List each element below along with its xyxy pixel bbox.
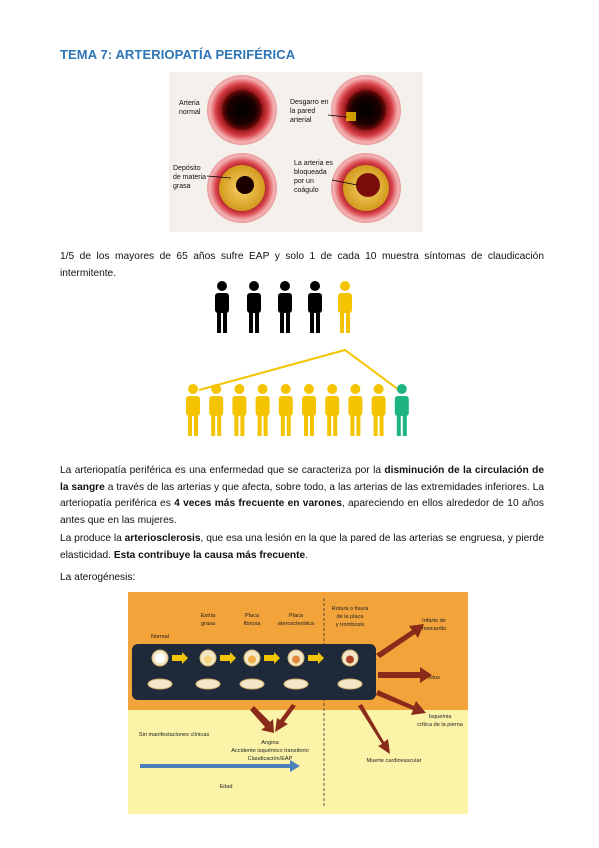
- outcome-ischemia-2: crítica de la pierna: [417, 722, 464, 728]
- outcome-death: Muerte cardiovascular: [366, 758, 421, 764]
- paragraph-arteriosclerosis: La produce la arteriosclerosis, que esa …: [60, 533, 544, 561]
- stage-fibrous-2: fibrosa: [244, 621, 262, 627]
- stage-section-5: [337, 678, 363, 690]
- no-symptoms-label: Sin manifestaciones clínicas: [139, 732, 209, 738]
- fatty-deposit-artery: [207, 153, 277, 223]
- label-clot-3: por un: [294, 178, 314, 185]
- stage-normal: Normal: [151, 634, 169, 640]
- page-title: TEMA 7: ARTERIOPATÍA PERIFÉRICA: [60, 47, 296, 62]
- stage-fatty-streak-1: Estría: [201, 613, 216, 619]
- top-person-4: [308, 281, 322, 333]
- bottom-person-8: [348, 384, 363, 436]
- label-clot-4: coágulo: [294, 187, 319, 194]
- label-clot-1: La arteria es: [294, 160, 333, 167]
- clot-artery: [331, 153, 401, 223]
- top-person-3: [278, 281, 292, 333]
- top-person-2: [247, 281, 261, 333]
- outcome-infarction-2: miocardio: [422, 626, 446, 632]
- clinical-claudication: Claudicación/EAP: [248, 756, 293, 762]
- stage-rupture-2: de la placa: [336, 614, 364, 620]
- stage-arrow-3: [264, 652, 280, 664]
- atherogenesis-diagram: Normal Estría grasa Placa fibrosa Placa …: [128, 592, 468, 814]
- artery-illustration: Arteria normal Desgarro en la pared arte…: [169, 72, 423, 232]
- label-tear-2: la pared: [290, 108, 315, 115]
- stage-atherosclerotic-2: aterosclerótica: [278, 621, 315, 627]
- stage-section-4: [283, 678, 309, 690]
- label-tear-1: Desgarro en: [290, 99, 329, 106]
- stage-section-1: [147, 678, 173, 690]
- bottom-person-2: [209, 384, 224, 436]
- normal-artery: [207, 75, 277, 145]
- label-tear-3: arterial: [290, 117, 312, 124]
- statistic-text: 1/5 de los mayores de 65 años sufre EAP …: [60, 251, 544, 279]
- stage-section-3: [239, 678, 265, 690]
- label-normal-1: Arteria: [179, 100, 200, 107]
- bottom-person-5: [278, 384, 293, 436]
- paragraph-atherogenesis-label: La aterogénesis:: [60, 572, 136, 583]
- label-clot-2: bloqueada: [294, 169, 327, 176]
- bottom-person-4: [255, 384, 270, 436]
- stage-section-2: [195, 678, 221, 690]
- top-person-1: [215, 281, 229, 333]
- stage-arrow-4: [308, 652, 324, 664]
- outcome-ischemia-1: Isquemia: [429, 714, 453, 720]
- torn-artery: [331, 75, 401, 145]
- outcome-arrows: [250, 624, 432, 754]
- axis-age-label: Edad: [219, 784, 232, 790]
- bottom-person-10: [394, 384, 409, 436]
- stage-arrow-2: [220, 652, 236, 664]
- stage-rupture-3: y trombosis: [336, 622, 365, 628]
- outcome-stroke: Ictus: [428, 675, 440, 681]
- stage-rupture-1: Rotura o fisura: [332, 606, 370, 612]
- bottom-person-9: [371, 384, 386, 436]
- label-normal-2: normal: [179, 109, 201, 116]
- stage-atherosclerotic-1: Placa: [289, 613, 304, 619]
- paragraph-definition: La arteriopatía periférica es una enferm…: [60, 465, 545, 526]
- bottom-person-3: [232, 384, 247, 436]
- stage-fibrous-1: Placa: [245, 613, 260, 619]
- outcome-infarction-1: Infarto de: [422, 618, 446, 624]
- bottom-person-7: [325, 384, 340, 436]
- bottom-person-1: [186, 384, 200, 436]
- stage-arrow-1: [172, 652, 188, 664]
- top-person-5: [338, 281, 352, 333]
- people-figure: [186, 281, 409, 436]
- group-connector: [198, 348, 400, 391]
- label-fat-2: de materia: [173, 174, 206, 181]
- stage-fatty-streak-2: grasa: [201, 621, 216, 627]
- label-fat-1: Depósito: [173, 165, 201, 172]
- bottom-person-6: [302, 384, 316, 436]
- clinical-tia: Accidente isquémico transitorio: [231, 748, 308, 754]
- clinical-angina: Angina: [261, 740, 279, 746]
- age-axis-arrow: [140, 760, 300, 772]
- label-fat-3: grasa: [173, 183, 191, 190]
